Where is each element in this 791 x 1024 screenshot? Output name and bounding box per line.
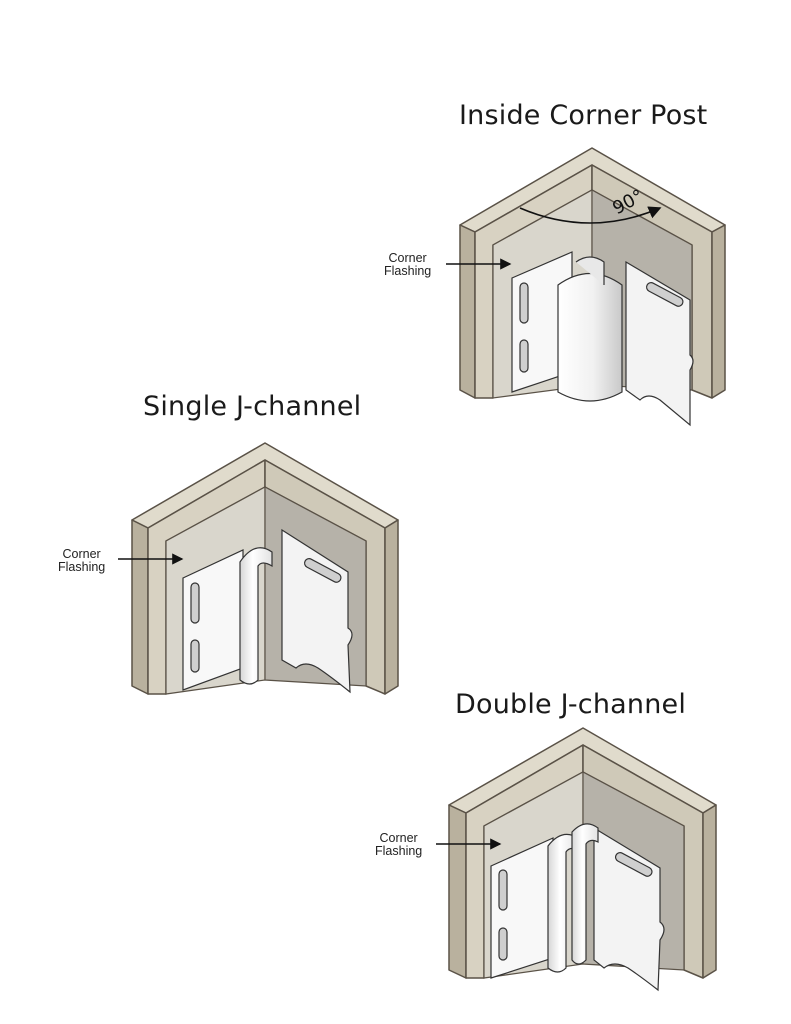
callout-corner-flashing-3: Corner Flashing [375, 832, 422, 858]
corner-post [557, 256, 623, 402]
siding-right [593, 826, 665, 992]
siding-left [511, 251, 573, 393]
title-double-j-channel: Double J-channel [455, 689, 687, 720]
siding-right [625, 260, 694, 427]
title-single-j-channel: Single J-channel [143, 391, 362, 422]
callout-corner-flashing-2: Corner Flashing [58, 548, 105, 574]
double-j-channel [547, 823, 599, 973]
siding-right [281, 528, 353, 694]
j-channel [239, 547, 273, 685]
single-j-channel-illustration [131, 442, 399, 695]
callout-corner-flashing-1: Corner Flashing [384, 252, 431, 278]
callout-line1: Corner [388, 251, 427, 265]
callout-line2: Flashing [58, 560, 106, 574]
callout-line1: Corner [379, 831, 418, 845]
double-j-channel-illustration [448, 727, 717, 992]
angle-arc [519, 206, 662, 224]
title-inside-corner-post: Inside Corner Post [459, 100, 708, 131]
frame [131, 442, 399, 695]
siding-left [490, 837, 554, 979]
callout-line2: Flashing [384, 264, 432, 278]
callout-line2: Flashing [375, 844, 423, 858]
inside-corner-post-illustration [459, 147, 726, 427]
callout-line1: Corner [62, 547, 101, 561]
